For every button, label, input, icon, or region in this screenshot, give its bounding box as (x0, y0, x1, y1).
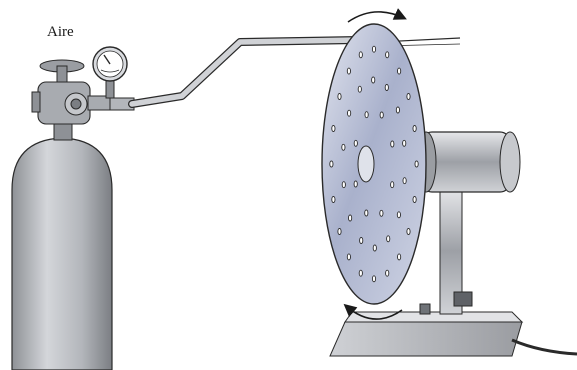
disk-hole (360, 238, 363, 244)
pressure-gauge (93, 47, 127, 81)
motor (416, 132, 520, 192)
disk-hole (403, 178, 406, 184)
disk-hole (354, 181, 357, 187)
rotation-arrow-top (348, 12, 404, 22)
disk-hole (407, 229, 410, 235)
disk-hole (380, 112, 383, 118)
disk-hole (385, 85, 388, 91)
disk-hole (387, 236, 390, 242)
disk-hole (380, 210, 383, 216)
perforated-disk (322, 24, 426, 304)
disk-hole (358, 86, 361, 92)
disk-hole (372, 77, 375, 83)
disk-hole (332, 197, 335, 203)
disk-hole (332, 126, 335, 132)
disk-hole (359, 270, 362, 276)
disk-hole (403, 140, 406, 146)
disk-hole (398, 68, 401, 74)
disk-hole (415, 161, 418, 167)
disk-hole (373, 245, 376, 251)
disk-hole (359, 52, 362, 58)
disk-hole (372, 276, 375, 282)
disk-hole (338, 229, 341, 235)
disk-hole (413, 126, 416, 132)
air-tube (132, 40, 358, 104)
disk-hole (391, 182, 394, 188)
disk-hole (342, 144, 345, 150)
gas-label: Aire (47, 24, 74, 41)
disk-hole (407, 94, 410, 100)
air-cylinder (12, 122, 112, 370)
disk-hole (372, 46, 375, 52)
disk-hole (342, 182, 345, 188)
disk-hole (354, 140, 357, 146)
disk-hole (413, 197, 416, 203)
disk-hole (338, 94, 341, 100)
disk-hole (365, 210, 368, 216)
disk-hole (386, 270, 389, 276)
disk-hole (347, 254, 350, 260)
disk-hole (391, 141, 394, 147)
disk-hole (398, 254, 401, 260)
disk-hole (365, 112, 368, 118)
disk-hole (347, 68, 350, 74)
disk-hole (386, 52, 389, 58)
disk-hole (396, 107, 399, 113)
disk-hole (348, 110, 351, 116)
disk-hole (397, 212, 400, 218)
disk-hole (349, 215, 352, 221)
disk-hole (330, 161, 333, 167)
